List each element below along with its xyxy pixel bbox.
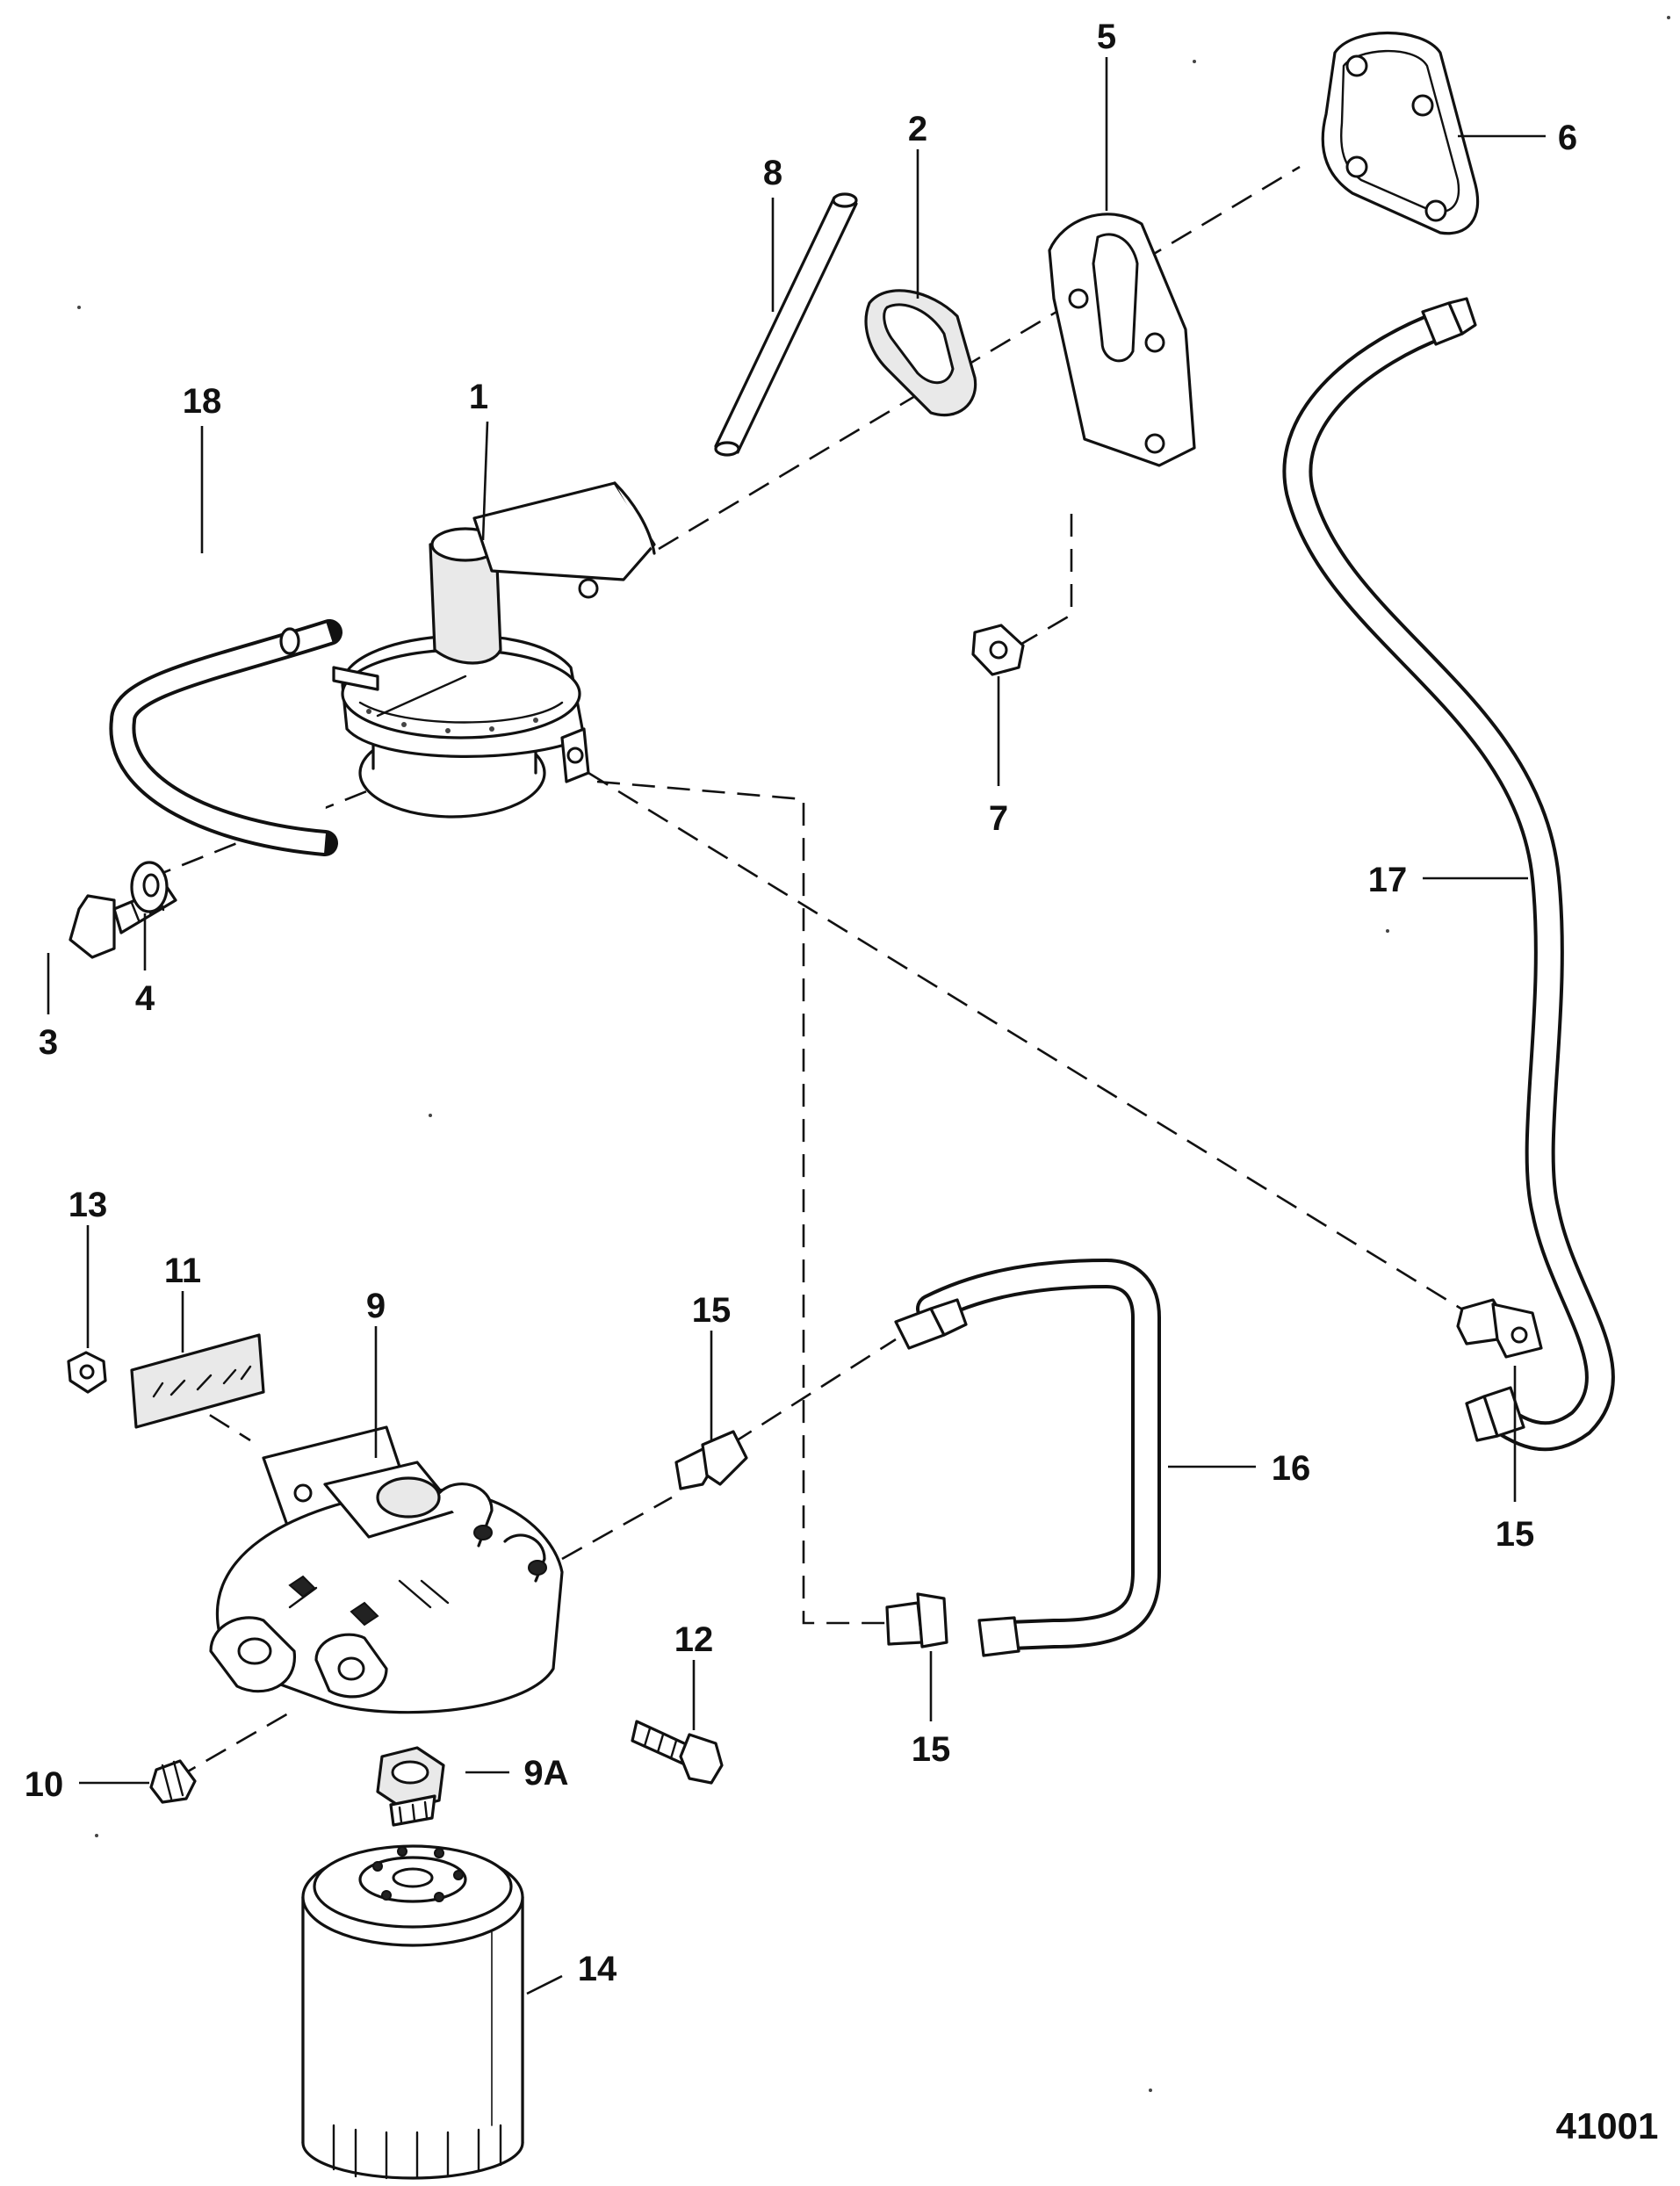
callout-16: 16 [1272, 1449, 1311, 1488]
callout-8: 8 [763, 154, 782, 192]
callout-15-lower: 15 [912, 1730, 951, 1769]
fuel-pump-icon [332, 481, 656, 819]
callout-13: 13 [68, 1186, 108, 1224]
plug-icon [971, 624, 1025, 676]
callout-4: 4 [135, 979, 155, 1018]
figure-id: 41001 [1556, 2105, 1659, 2146]
callout-1: 1 [469, 378, 488, 416]
decal-icon [130, 1333, 265, 1429]
callout-15-right: 15 [1496, 1515, 1535, 1554]
fitting-icon [674, 1430, 748, 1490]
callout-17: 17 [1368, 861, 1408, 899]
hose-icon [109, 619, 342, 856]
callout-12: 12 [674, 1620, 714, 1659]
cover-plate-icon [1321, 32, 1480, 235]
gasket-icon [864, 289, 977, 417]
callout-6: 6 [1558, 119, 1577, 157]
callout-9: 9 [366, 1287, 386, 1325]
plate-icon [1048, 213, 1196, 467]
pipe-plug-icon [149, 1759, 197, 1804]
adapter-fitting-icon [376, 1746, 445, 1827]
nut-icon [67, 1351, 107, 1394]
callout-18: 18 [183, 382, 222, 421]
callout-11: 11 [164, 1252, 201, 1290]
callout-7: 7 [989, 799, 1008, 838]
bolt-icon [631, 1720, 724, 1785]
fuel-line-icon [894, 1258, 1161, 1657]
callout-3: 3 [39, 1023, 58, 1062]
fitting-icon [1456, 1298, 1543, 1359]
fitting-icon [885, 1592, 948, 1649]
callout-10: 10 [25, 1765, 64, 1804]
callout-9a: 9A [523, 1754, 568, 1793]
fuel-line-icon [1282, 297, 1615, 1452]
scan-specks [77, 16, 1670, 2092]
callout-2: 2 [908, 110, 927, 148]
leader-lines [47, 57, 1546, 1995]
washer-icon [130, 861, 169, 913]
callout-labels: 1 2 3 4 5 6 7 8 9 9A 10 11 12 13 14 15 1… [25, 18, 1659, 2146]
fuel-filter-icon [301, 1844, 524, 2180]
callout-15-middle: 15 [692, 1291, 732, 1330]
pushrod-icon [714, 192, 858, 457]
filter-bracket-icon [209, 1425, 564, 1714]
callout-5: 5 [1097, 18, 1116, 56]
callout-14: 14 [578, 1950, 617, 1988]
